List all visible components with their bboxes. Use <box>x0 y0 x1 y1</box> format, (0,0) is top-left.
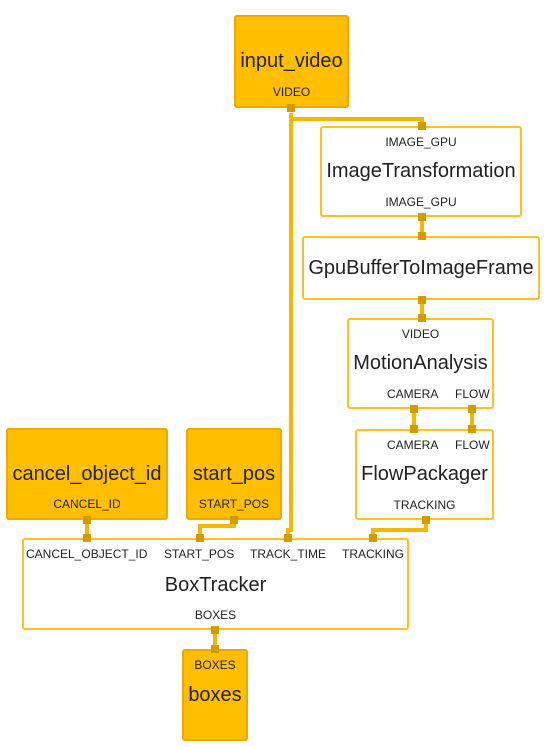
port-marker <box>410 405 418 413</box>
port-marker <box>410 425 418 433</box>
port-marker <box>468 425 476 433</box>
port-marker <box>422 516 430 524</box>
port-marker <box>418 213 426 221</box>
boxes-node[interactable]: BOXES boxes <box>182 649 248 741</box>
port-label-camera-out: CAMERA <box>387 387 439 401</box>
start-pos-node[interactable]: start_pos START_POS <box>186 428 282 520</box>
port-label-track-time: TRACK_TIME <box>250 547 327 561</box>
motion-analysis-node[interactable]: VIDEO MotionAnalysis CAMERA FLOW <box>347 318 494 409</box>
node-title: FlowPackager <box>361 463 488 485</box>
port-marker <box>83 516 91 524</box>
node-title: BoxTracker <box>164 574 267 596</box>
input-video-node[interactable]: input_video VIDEO <box>234 15 349 108</box>
port-marker <box>287 104 295 112</box>
node-title: input_video <box>240 50 343 72</box>
node-title: ImageTransformation <box>326 160 516 182</box>
port-marker <box>230 516 238 524</box>
node-title: start_pos <box>192 463 276 485</box>
port-label-video: VIDEO <box>272 85 311 99</box>
port-label-image-gpu-out: IMAGE_GPU <box>385 195 457 209</box>
flow-packager-node[interactable]: CAMERA FLOW FlowPackager TRACKING <box>355 429 494 520</box>
port-label-cancel-object-id: CANCEL_OBJECT_ID <box>26 547 148 561</box>
port-marker <box>211 645 219 653</box>
port-marker <box>369 534 377 542</box>
port-label-boxes-out: BOXES <box>194 608 237 622</box>
port-label-start-pos: START_POS <box>198 497 270 511</box>
port-label-flow-out: FLOW <box>455 387 490 401</box>
box-tracker-node[interactable]: CANCEL_OBJECT_ID START_POS TRACK_TIME TR… <box>22 538 409 630</box>
port-marker <box>211 626 219 634</box>
port-marker <box>468 405 476 413</box>
port-marker <box>196 534 204 542</box>
node-title: MotionAnalysis <box>353 352 488 374</box>
cancel-object-id-node[interactable]: cancel_object_id CANCEL_ID <box>6 428 168 520</box>
image-transformation-node[interactable]: IMAGE_GPU ImageTransformation IMAGE_GPU <box>320 126 522 217</box>
node-title: cancel_object_id <box>12 463 162 485</box>
port-label-tracking-out: TRACKING <box>393 498 456 512</box>
port-label-camera-in: CAMERA <box>387 438 439 452</box>
port-marker <box>418 296 426 304</box>
port-label-tracking-in: TRACKING <box>342 547 405 561</box>
port-label-image-gpu-in: IMAGE_GPU <box>385 135 457 149</box>
port-label-cancel-id: CANCEL_ID <box>53 497 121 511</box>
port-label-start-pos-in: START_POS <box>164 547 235 561</box>
port-marker <box>284 534 292 542</box>
port-marker <box>418 232 426 240</box>
node-title: GpuBufferToImageFrame <box>308 257 534 279</box>
port-marker <box>418 314 426 322</box>
port-marker <box>418 122 426 130</box>
edge-video-to-tracktime <box>286 113 293 542</box>
node-title: boxes <box>188 684 242 706</box>
port-label-video-in: VIDEO <box>401 327 440 341</box>
gpu-buffer-to-image-frame-node[interactable]: GpuBufferToImageFrame <box>302 236 540 300</box>
port-label-flow-in: FLOW <box>455 438 490 452</box>
port-marker <box>83 534 91 542</box>
port-label-boxes-in: BOXES <box>194 658 236 672</box>
